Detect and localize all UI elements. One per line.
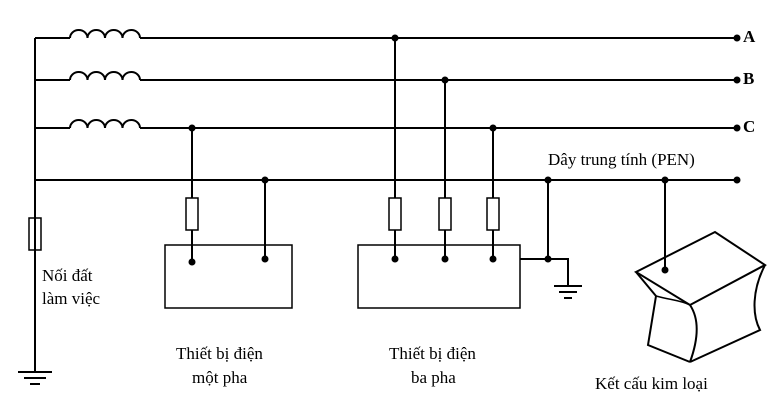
single-phase-label-line2: một pha [192, 368, 248, 387]
three-phase-label-line2: ba pha [411, 368, 456, 387]
working-ground-symbol [18, 371, 52, 385]
phase-a-coil [69, 29, 141, 39]
phase-c-terminal [733, 124, 741, 132]
three-phase-label-line1: Thiết bị điện [389, 344, 476, 363]
phase-c-coil [69, 119, 141, 129]
single-phase-device [164, 124, 293, 309]
three-phase-device [357, 34, 521, 309]
single-phase-label-line1: Thiết bị điện [176, 344, 263, 363]
grounding-label-line1: Nối đất [42, 266, 93, 285]
metal-structure-label: Kết cấu kim loại [595, 374, 708, 393]
phase-a-terminal [733, 34, 741, 42]
phase-c-label: C [743, 117, 755, 136]
grounding-label-line2: làm việc [42, 289, 101, 308]
metal-structure [633, 176, 767, 363]
phase-a-label: A [743, 27, 756, 46]
neutral-terminal [733, 176, 741, 184]
device-ground-connection [520, 176, 582, 299]
working-ground-fuse [28, 217, 42, 251]
neutral-label: Dây trung tính (PEN) [548, 150, 695, 169]
phase-b-coil [69, 71, 141, 81]
phase-b-terminal [733, 76, 741, 84]
phase-b-label: B [743, 69, 754, 88]
